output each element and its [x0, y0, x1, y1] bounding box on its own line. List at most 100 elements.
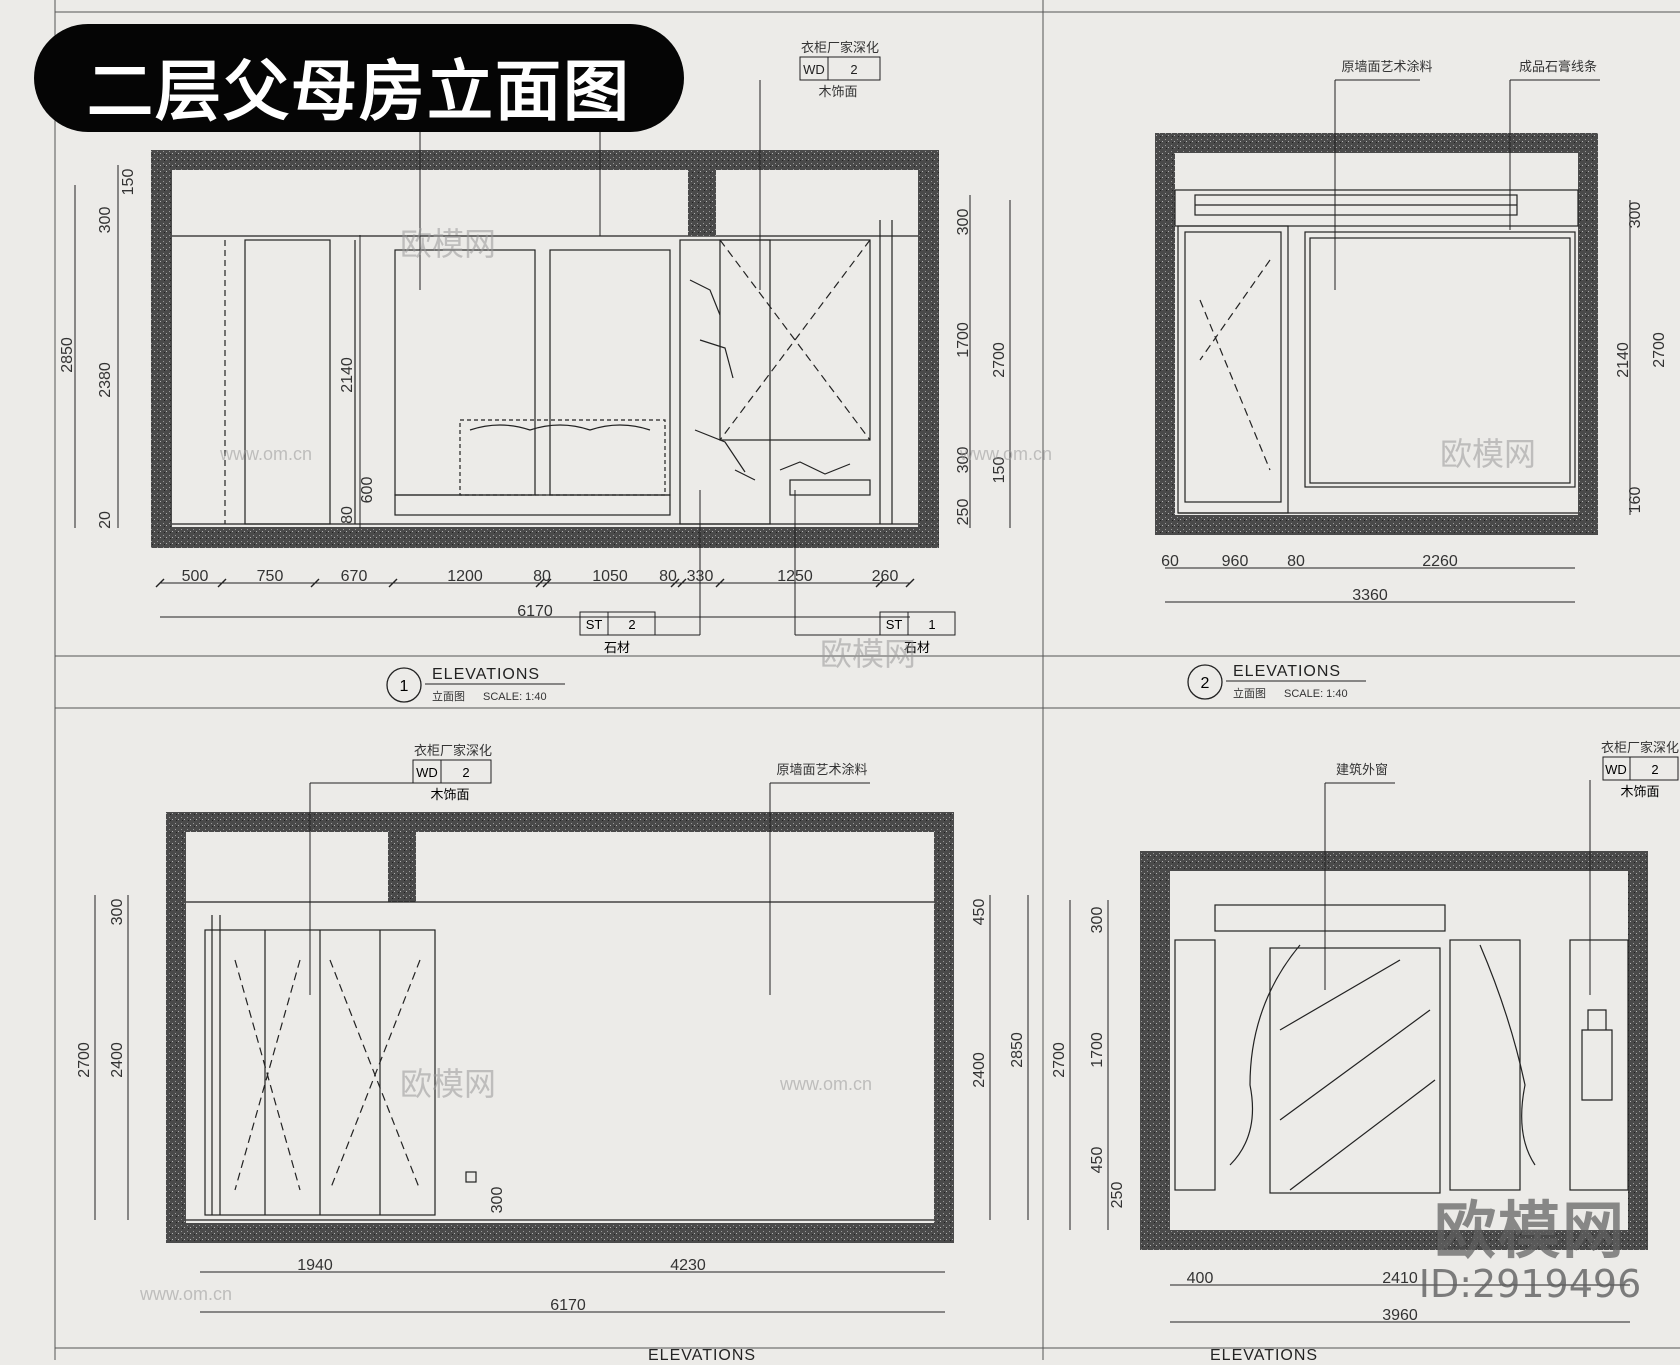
- elevation-1-st2-material: 石材: [604, 640, 630, 655]
- dim: 1200: [447, 568, 483, 585]
- title-badge: 二层父母房立面图: [34, 24, 684, 132]
- elevation-2-title: ELEVATIONS: [1233, 663, 1341, 680]
- dim: 160: [1627, 487, 1644, 514]
- elevation-1-st2-num: 2: [628, 617, 635, 632]
- dim: 400: [1187, 1270, 1214, 1287]
- watermark-url: www.om.cn: [959, 444, 1052, 464]
- sheet-grid: [54, 0, 1680, 1360]
- elevation-2-dims: 60 960 80 2260 3360 300 2140 2700 160: [1161, 202, 1668, 604]
- watermark-url: www.om.cn: [139, 1284, 232, 1304]
- dim: 960: [1222, 553, 1249, 570]
- dim: 300: [1089, 907, 1106, 934]
- elevation-2-number: 2: [1201, 675, 1210, 692]
- dim: 250: [1109, 1182, 1126, 1209]
- elevation-1-subtitle: 立面图: [432, 689, 465, 703]
- elevation-1-st1-tag: ST: [886, 617, 903, 632]
- watermark-brand: 欧模网: [400, 226, 496, 262]
- dim: 2400: [971, 1052, 988, 1088]
- dim: 1050: [592, 568, 628, 585]
- elevation-3-callout-label: 衣柜厂家深化: [414, 743, 492, 758]
- dim: 80: [1287, 553, 1305, 570]
- dim-tick: [875, 578, 885, 588]
- elevation-3-callout-material: 木饰面: [430, 787, 469, 802]
- dim: 300: [97, 207, 114, 234]
- elevation-4-callout-label: 衣柜厂家深化: [1601, 740, 1679, 755]
- id-watermark: ID:2919496: [1418, 1262, 1642, 1306]
- elevation-4-callout-num: 2: [1651, 762, 1658, 777]
- dim-tick: [217, 578, 227, 588]
- dim-total: 6170: [550, 1297, 586, 1314]
- dim: 2700: [991, 342, 1008, 378]
- dim: 2700: [1051, 1042, 1068, 1078]
- dim: 60: [1161, 553, 1179, 570]
- elevation-3-callout-tag: WD: [416, 765, 438, 780]
- elevation-1-number: 1: [400, 678, 409, 695]
- dim: 260: [872, 568, 899, 585]
- dim: 2850: [1009, 1032, 1026, 1068]
- elevation-1-wall: [151, 150, 939, 548]
- elevation-1-dims-right: 300 1700 2700 300 150 250: [955, 209, 1008, 526]
- watermarks: www.om.cn www.om.cn www.om.cn www.om.cn …: [139, 226, 1536, 1304]
- dim: 80: [659, 568, 677, 585]
- dim: 500: [182, 568, 209, 585]
- watermark-url: www.om.cn: [219, 444, 312, 464]
- watermark-brand: 欧模网: [1440, 436, 1536, 472]
- dim: 250: [955, 499, 972, 526]
- elevation-4-callout-material: 木饰面: [1620, 784, 1659, 799]
- elevation-1-callout-label: 衣柜厂家深化: [801, 40, 879, 55]
- elevation-4: 建筑外窗 衣柜厂家深化 WD 2 木饰面 400 2410 3960 300 1…: [1051, 740, 1679, 1364]
- dim: 300: [489, 1187, 506, 1214]
- dim: 20: [97, 511, 114, 529]
- elevation-2-callout-2: 成品石膏线条: [1519, 59, 1597, 74]
- dim: 450: [971, 899, 988, 926]
- elevation-1-title: ELEVATIONS: [432, 666, 540, 683]
- elevation-1-dim-ticks: [155, 578, 915, 588]
- dim-tick: [715, 578, 725, 588]
- dim: 2260: [1422, 553, 1458, 570]
- dim: 2380: [97, 362, 114, 398]
- dim-tick: [670, 578, 680, 588]
- elevation-3-wall: [166, 812, 954, 1243]
- dim: 300: [1627, 202, 1644, 229]
- dim-total: 6170: [517, 603, 553, 620]
- elevation-2: 原墙面艺术涂料 成品石膏线条 60 960 80 2260 3360 300 2…: [1155, 59, 1668, 700]
- dim: 1700: [1089, 1032, 1106, 1068]
- dim-tick: [677, 578, 687, 588]
- elevation-1-st2-tag: ST: [586, 617, 603, 632]
- dim-tick: [905, 578, 915, 588]
- dim-tick: [535, 578, 545, 588]
- elevation-4-title: ELEVATIONS: [1210, 1347, 1318, 1360]
- dim-tick: [542, 578, 552, 588]
- dim: 1940: [297, 1257, 333, 1274]
- elevation-1-st1-num: 1: [928, 617, 935, 632]
- brand-watermark: 欧模网: [1433, 1194, 1626, 1267]
- elevation-2-wall: [1155, 133, 1598, 535]
- dim: 150: [120, 169, 137, 196]
- elevation-3: 衣柜厂家深化 WD 2 木饰面 原墙面艺术涂料 1940 4230 6170 3…: [76, 743, 1029, 1364]
- page-title: 二层父母房立面图: [87, 53, 631, 130]
- dim: 2140: [1615, 342, 1632, 378]
- elevation-2-callout-1: 原墙面艺术涂料: [1341, 59, 1432, 74]
- watermark-brand: 欧模网: [820, 636, 916, 672]
- dim: 4230: [670, 1257, 706, 1274]
- dim-tick: [155, 578, 165, 588]
- dim: 2700: [1651, 332, 1668, 368]
- elevation-3-callout-num: 2: [462, 765, 469, 780]
- dim: 750: [257, 568, 284, 585]
- dim-total: 3360: [1352, 587, 1388, 604]
- elevation-1-callout-num: 2: [850, 62, 857, 77]
- elevation-1-callout-material: 木饰面: [818, 84, 857, 99]
- dim: 2400: [109, 1042, 126, 1078]
- elevation-1: 衣柜厂家深化 WD 2 木饰面 ST 2 石材 ST 1 石材 500 750 …: [59, 40, 1011, 703]
- dim-tick: [388, 578, 398, 588]
- elevation-3-callout-2: 原墙面艺术涂料: [776, 762, 867, 777]
- dim: 300: [955, 447, 972, 474]
- dim-total: 3960: [1382, 1307, 1418, 1324]
- dim: 2850: [59, 337, 76, 373]
- dim: 2700: [76, 1042, 93, 1078]
- elevation-3-title: ELEVATIONS: [648, 1347, 756, 1360]
- dim: 1700: [955, 322, 972, 358]
- elevation-4-dims: 400 2410 3960 300 1700 2700 450 250: [1051, 907, 1418, 1324]
- dim: 2410: [1382, 1270, 1418, 1287]
